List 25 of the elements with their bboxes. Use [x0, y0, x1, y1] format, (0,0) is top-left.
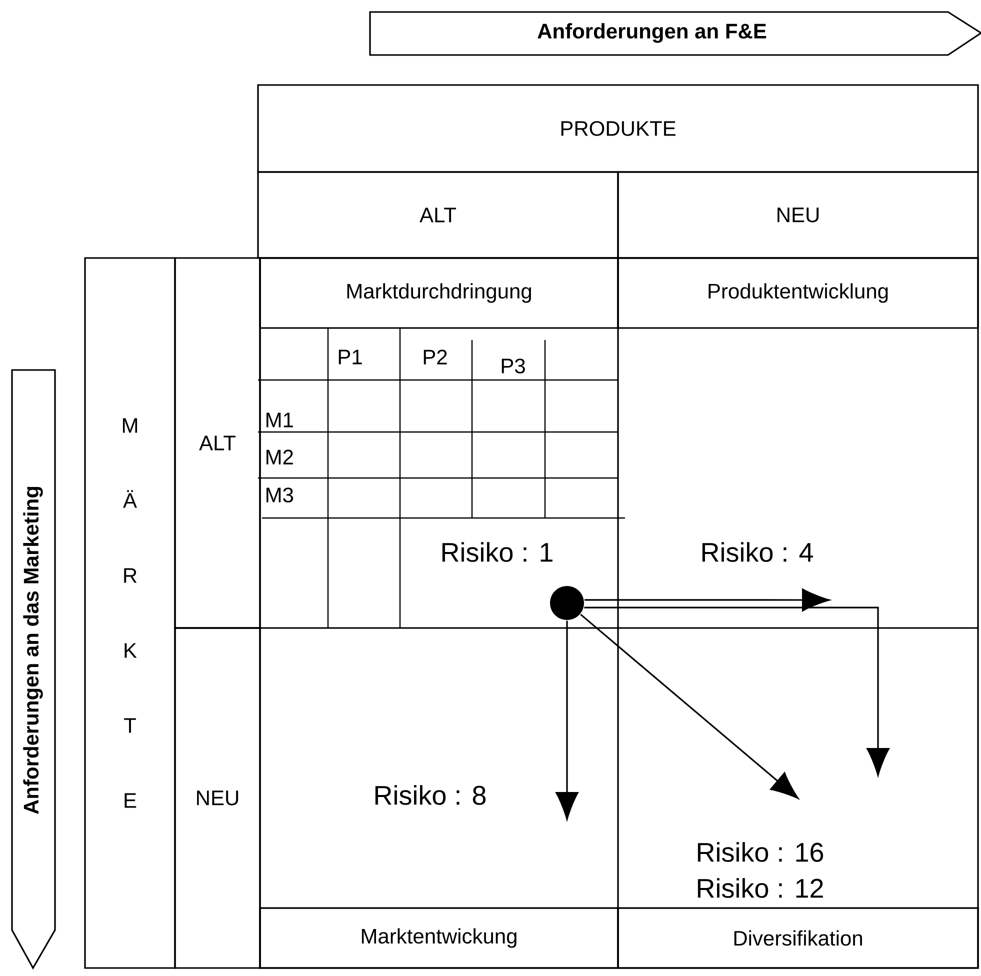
header-cell: NEU: [617, 171, 979, 259]
row-header-cell: M Ä R K T E: [84, 257, 176, 969]
arrow-banner: Anforderungen an das Marketing: [11, 369, 56, 970]
risk-label: Risiko : 12: [698, 878, 823, 898]
risk-label: Risiko : 16: [698, 842, 824, 862]
strategy-cell: Diversifikation: [617, 907, 979, 969]
dot: [550, 586, 584, 620]
arrow-banner: Anforderungen an F&E: [369, 11, 981, 56]
row-header-cell: ALT: [174, 257, 261, 629]
risk-label: Risiko : 1: [442, 542, 552, 562]
risk-label: Risiko : 8: [375, 785, 486, 805]
arrow: [556, 620, 578, 820]
strategy-cell: Marktentwickung: [259, 907, 619, 969]
header-cell: ALT: [257, 171, 619, 259]
risk-label: Risiko : 4: [702, 542, 813, 562]
arrow: [584, 588, 830, 612]
grid-label: P1: [338, 350, 362, 364]
grid-label: P2: [424, 350, 447, 364]
strategy-cell: Marktdurchdringung: [259, 257, 619, 329]
strategy-cell: Produktentwicklung: [617, 257, 979, 329]
grid-label: P3: [502, 358, 525, 374]
arrow: [580, 614, 798, 799]
row-header-cell: NEU: [174, 627, 261, 969]
header-cell: PRODUKTE: [257, 84, 979, 173]
arrow: [584, 606, 890, 776]
